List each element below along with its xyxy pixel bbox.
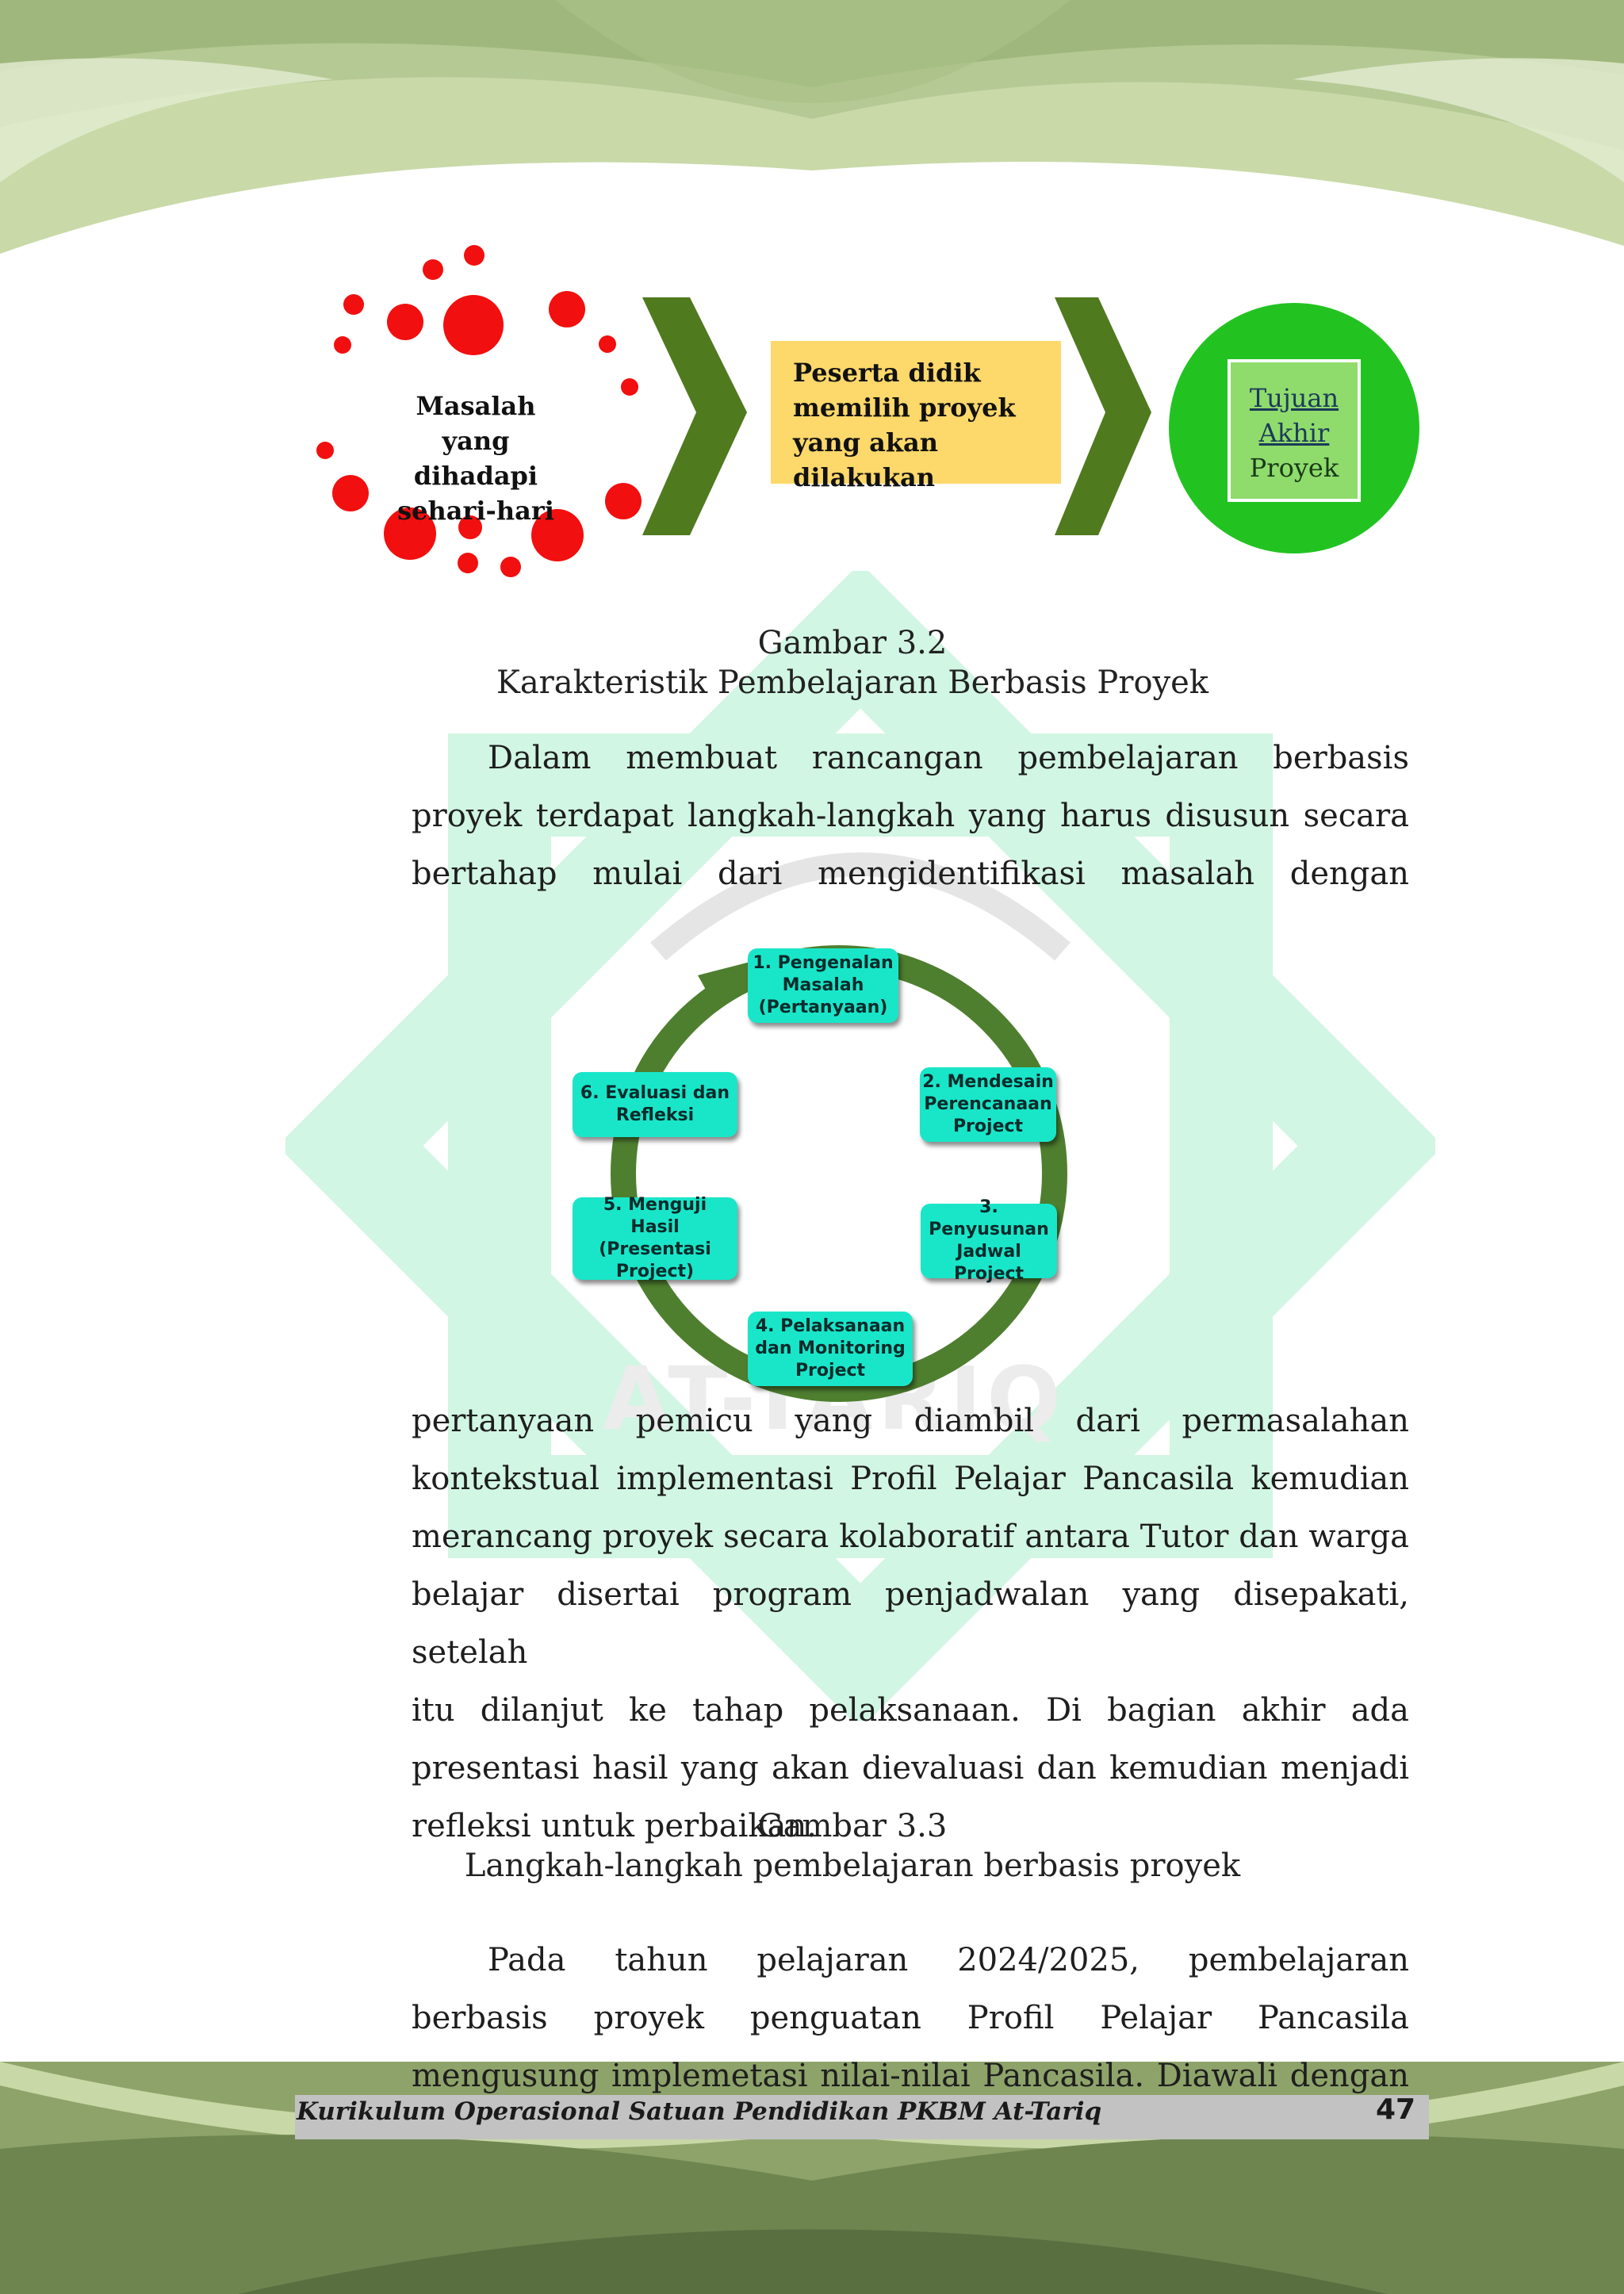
paragraph-line: Pada tahun pelajaran 2024/2025, pembelaj… [412, 1932, 1409, 1990]
goal-label-line3: Proyek [1229, 450, 1359, 485]
footer-title: Kurikulum Operasional Satuan Pendidikan … [297, 2097, 1101, 2126]
step-1-line1: 1. Pengenalan [753, 952, 893, 975]
step-5-box: 5. Menguji Hasil (Presentasi Project) [573, 1197, 737, 1280]
chevron-arrow-1 [642, 297, 747, 535]
step-1-line3: (Pertanyaan) [753, 997, 893, 1019]
step-6-box: 6. Evaluasi dan Refleksi [573, 1072, 737, 1137]
step-2-line2: Perencanaan [922, 1093, 1054, 1116]
step-2-box: 2. Mendesain Perencanaan Project [920, 1067, 1056, 1142]
choice-label: Peserta didik memilih proyek yang akan d… [793, 355, 1047, 495]
paragraph-line: belajar disertai program penjadwalan yan… [412, 1566, 1409, 1682]
figure-project-characteristics: Masalah yang dihadapi sehari-hari Pesert… [301, 230, 1427, 595]
paragraph-2: pertanyaan pemicu yang diambil dari perm… [412, 1392, 1409, 1855]
paragraph-line: berbasis proyek penguatan Profil Pelajar… [412, 1990, 1409, 2047]
step-5-line1: 5. Menguji [573, 1194, 737, 1216]
figure-caption-title: Langkah-langkah pembelajaran berbasis pr… [0, 1846, 1624, 1886]
paragraph-line: bertahap mulai dari mengidentifikasi mas… [412, 845, 1409, 903]
step-5-line3: Project) [573, 1261, 737, 1283]
problem-label: Masalah yang dihadapi sehari-hari [396, 389, 555, 528]
paragraph-line: kontekstual implementasi Profil Pelajar … [412, 1450, 1409, 1508]
step-6-line1: 6. Evaluasi dan [580, 1082, 730, 1105]
step-1-box: 1. Pengenalan Masalah (Pertanyaan) [748, 948, 898, 1023]
paragraph-line: itu dilanjut ke tahap pelaksanaan. Di ba… [412, 1682, 1409, 1740]
step-1-line2: Masalah [753, 975, 893, 997]
step-3-line2: Jadwal Project [921, 1241, 1057, 1285]
goal-label-line1: Tujuan [1229, 381, 1359, 416]
paragraph-line: proyek terdapat langkah-langkah yang har… [412, 787, 1409, 845]
paragraph-1: Dalam membuat rancangan pembelajaran ber… [412, 730, 1409, 903]
step-4-box: 4. Pelaksanaan dan Monitoring Project [748, 1312, 913, 1386]
paragraph-line: pertanyaan pemicu yang diambil dari perm… [412, 1392, 1409, 1450]
page-number: 47 [1376, 2093, 1415, 2126]
goal-label: Tujuan Akhir Proyek [1229, 381, 1359, 485]
header-decoration [0, 0, 1624, 270]
step-2-line3: Project [922, 1116, 1054, 1138]
figure-caption-title: Karakteristik Pembelajaran Berbasis Proy… [0, 663, 1624, 703]
step-5-line2: Hasil (Presentasi [573, 1216, 737, 1261]
step-4-line2: dan Monitoring [755, 1338, 906, 1360]
figure-caption-number: Gambar 3.2 [0, 623, 1624, 663]
paragraph-3: Pada tahun pelajaran 2024/2025, pembelaj… [412, 1932, 1409, 2105]
step-3-line1: 3. Penyusunan [921, 1197, 1057, 1241]
step-3-box: 3. Penyusunan Jadwal Project [921, 1204, 1057, 1278]
goal-label-line2: Akhir [1229, 416, 1359, 450]
figure-project-steps-cycle: 1. Pengenalan Masalah (Pertanyaan) 2. Me… [555, 936, 1126, 1404]
paragraph-line: presentasi hasil yang akan dievaluasi da… [412, 1740, 1409, 1798]
chevron-arrow-2 [1055, 297, 1151, 535]
step-2-line1: 2. Mendesain [922, 1071, 1054, 1093]
paragraph-line: Dalam membuat rancangan pembelajaran ber… [412, 730, 1409, 787]
step-6-line2: Refleksi [580, 1105, 730, 1127]
step-4-line3: Project [755, 1360, 906, 1382]
paragraph-line: merancang proyek secara kolaboratif anta… [412, 1508, 1409, 1566]
step-4-line1: 4. Pelaksanaan [755, 1316, 906, 1338]
figure-caption-number: Gambar 3.3 [0, 1806, 1624, 1846]
